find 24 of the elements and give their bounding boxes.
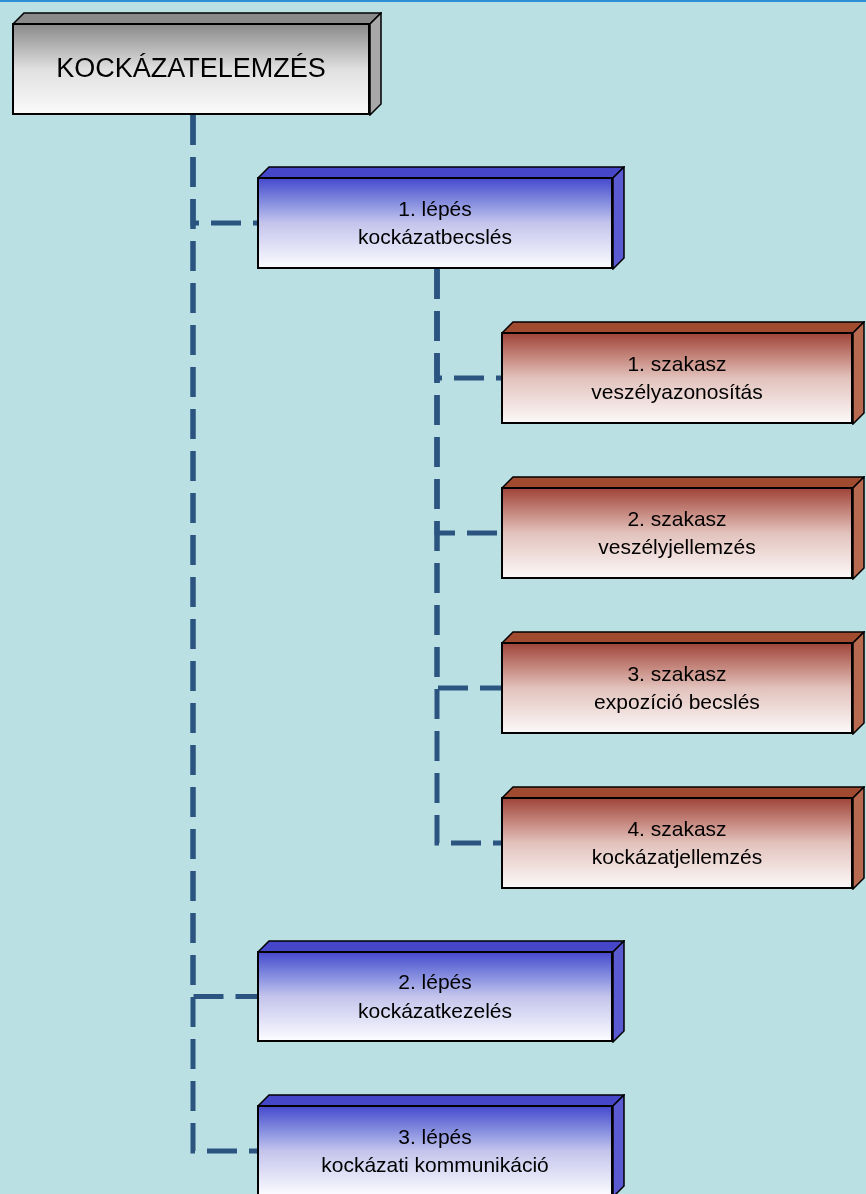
box-label: veszélyazonosítás <box>591 379 763 405</box>
connector-line <box>434 269 501 846</box>
process-box <box>501 631 865 735</box>
process-box <box>501 476 865 580</box>
box-label: kockázatkezelés <box>357 997 513 1024</box>
box-label: kockázatjellemzés <box>591 844 763 870</box>
process-box <box>257 166 625 270</box>
box-label: 3. szakasz <box>627 660 727 687</box>
box-label: kockázati kommunikáció <box>321 1152 549 1178</box>
process-box <box>501 786 865 890</box>
box-label: 1. szakasz <box>627 350 727 377</box>
box-label: 2. lépés <box>398 969 472 996</box>
process-box <box>501 321 865 425</box>
process-box <box>257 940 625 1043</box>
box-label: veszélyjellemzés <box>598 534 756 560</box>
box-label: 4. szakasz <box>627 815 727 842</box>
process-box <box>12 12 382 116</box>
box-label: 3. lépés <box>398 1123 472 1150</box>
process-box <box>257 1094 625 1194</box>
box-label: 2. szakasz <box>627 505 727 532</box>
box-label: kockázatbecslés <box>357 224 513 250</box>
box-label: KOCKÁZATELEMZÉS <box>56 52 326 86</box>
box-label: 1. lépés <box>398 195 472 222</box>
box-label: expozíció becslés <box>594 689 760 715</box>
